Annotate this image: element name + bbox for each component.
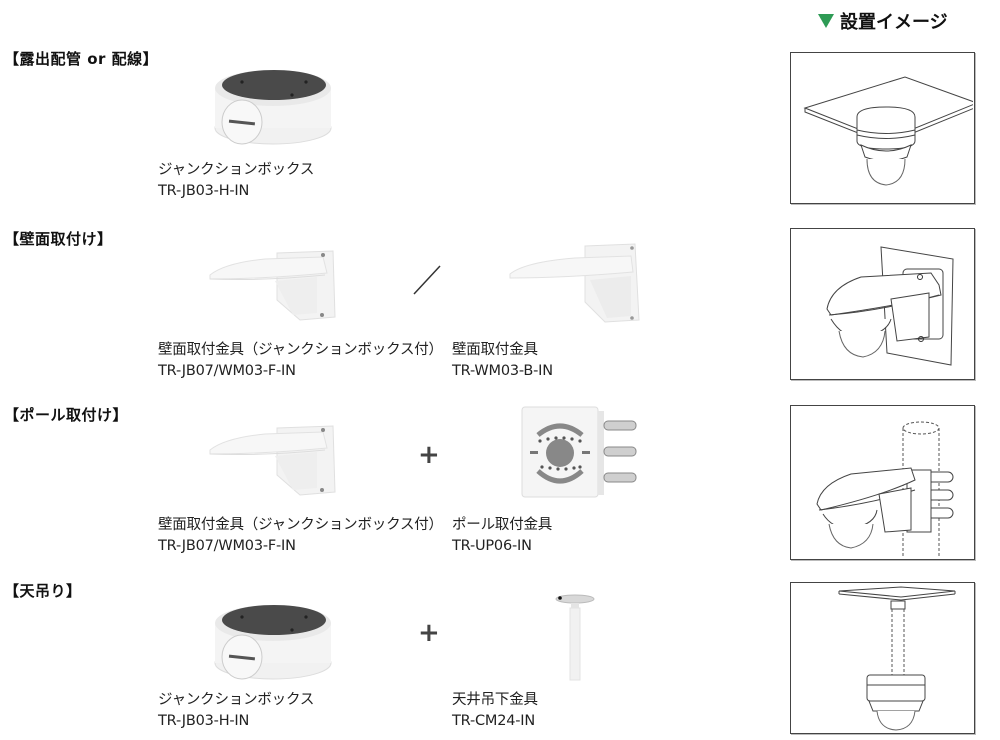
triangle-down-icon [818, 14, 834, 28]
product-model: TR-JB03-H-IN [158, 183, 250, 199]
product-caption: 天井吊下金具 TR-CM24-IN [452, 690, 538, 732]
section-title-ceiling-pendant: 【天吊り】 [4, 582, 82, 600]
product-caption: 壁面取付金具（ジャンクションボックス付） TR-JB07/WM03-F-IN [158, 340, 443, 382]
section-title-exposed-wiring: 【露出配管 or 配線】 [4, 50, 159, 68]
operator-plus: + [418, 618, 440, 648]
product-model: TR-CM24-IN [452, 713, 536, 729]
product-image-pole-mount [520, 405, 640, 500]
product-caption: ポール取付金具 TR-UP06-IN [452, 515, 552, 557]
product-name: ポール取付金具 [452, 517, 553, 533]
product-model: TR-WM03-B-IN [452, 363, 553, 379]
install-image-header-label: 設置イメージ [840, 12, 948, 33]
product-image-ceiling-pendant [550, 590, 600, 682]
product-image-junction-box [212, 595, 334, 685]
section-title-wall-mount: 【壁面取付け】 [4, 230, 113, 248]
product-caption: ジャンクションボックス TR-JB03-H-IN [158, 690, 314, 732]
install-image-ceiling-pendant [790, 582, 975, 734]
product-name: ジャンクションボックス [158, 692, 315, 708]
operator-or [410, 262, 444, 298]
install-image-header: 設置イメージ [818, 8, 948, 34]
product-caption: 壁面取付金具 TR-WM03-B-IN [452, 340, 553, 382]
product-name: 天井吊下金具 [452, 692, 538, 708]
install-image-pole-mount [790, 405, 975, 560]
product-image-junction-box [212, 60, 334, 150]
product-model: TR-JB07/WM03-F-IN [158, 363, 296, 379]
product-model: TR-JB03-H-IN [158, 713, 250, 729]
product-image-wall-mount [505, 240, 645, 325]
product-model: TR-JB07/WM03-F-IN [158, 538, 296, 554]
section-title-pole-mount: 【ポール取付け】 [4, 406, 129, 424]
product-name: 壁面取付金具（ジャンクションボックス付） [158, 517, 443, 533]
product-image-wall-mount-with-box [205, 420, 345, 500]
product-caption: ジャンクションボックス TR-JB03-H-IN [158, 160, 314, 202]
product-caption: 壁面取付金具（ジャンクションボックス付） TR-JB07/WM03-F-IN [158, 515, 443, 557]
install-image-wall-mount [790, 228, 975, 380]
product-model: TR-UP06-IN [452, 538, 532, 554]
product-name: 壁面取付金具 [452, 342, 538, 358]
operator-plus: + [418, 440, 440, 470]
product-name: 壁面取付金具（ジャンクションボックス付） [158, 342, 443, 358]
product-name: ジャンクションボックス [158, 162, 315, 178]
product-image-wall-mount-with-box [205, 245, 345, 325]
install-image-ceiling-surface [790, 52, 975, 204]
